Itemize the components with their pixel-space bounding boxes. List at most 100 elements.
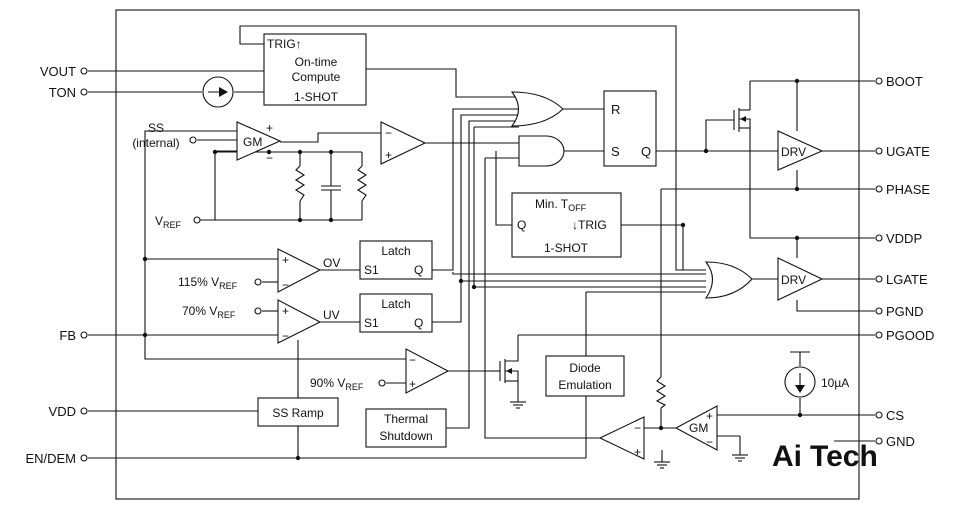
- pin-label-cs: CS: [886, 408, 904, 423]
- pin-label-vout: VOUT: [40, 64, 76, 79]
- pin-vddp: VDDP: [875, 231, 922, 246]
- svg-text:DRV: DRV: [781, 273, 806, 287]
- svg-text:R: R: [611, 102, 620, 117]
- latch-ov: Latch S1 Q: [359, 240, 433, 280]
- svg-text:+: +: [385, 148, 392, 162]
- current-source-label: 10µA: [821, 376, 849, 390]
- watermark-ai: Ai: [772, 440, 802, 473]
- zero-cross-comparator: − +: [598, 416, 645, 460]
- min-toff-one-shot: Min. TOFF Q ↓TRIG 1-SHOT: [511, 192, 622, 258]
- svg-text:GM: GM: [243, 135, 262, 149]
- drv-high-side: DRV: [777, 130, 824, 171]
- pin-label-pgood: PGOOD: [886, 328, 934, 343]
- ground-icon: [510, 401, 526, 409]
- svg-text:(internal): (internal): [132, 136, 179, 150]
- vref-label: VREF: [155, 214, 201, 230]
- on-time-one-shot: TRIG↑ On-time Compute 1-SHOT: [263, 33, 367, 106]
- svg-text:115% VREF: 115% VREF: [178, 275, 238, 291]
- svg-text:+: +: [409, 377, 416, 391]
- svg-text:Q: Q: [414, 316, 423, 330]
- ontime-line1: On-time: [295, 55, 338, 69]
- pin-label-fb: FB: [59, 328, 76, 343]
- thermal-shutdown-block: Thermal Shutdown: [365, 408, 447, 448]
- pin-boot: BOOT: [875, 74, 923, 89]
- ground-icon: [654, 461, 670, 469]
- pin-lgate: LGATE: [875, 272, 928, 287]
- chip-outline: [115, 9, 860, 500]
- svg-text:DRV: DRV: [781, 145, 806, 159]
- pin-ton: TON: [49, 85, 88, 100]
- pin-pgnd: PGND: [875, 304, 924, 319]
- resistor-icon: [655, 376, 667, 409]
- current-source-arrow-icon: [202, 76, 234, 108]
- svg-text:Q: Q: [641, 144, 651, 159]
- resistor-icon: [356, 165, 368, 202]
- ontime-trig-label: TRIG↑: [267, 37, 302, 51]
- svg-text:Emulation: Emulation: [558, 378, 611, 392]
- svg-text:Q: Q: [517, 218, 526, 232]
- svg-text:Diode: Diode: [569, 361, 601, 375]
- pin-ugate: UGATE: [875, 144, 930, 159]
- svg-text:+: +: [282, 304, 289, 318]
- pin-label-gnd: GND: [886, 434, 915, 449]
- pin-phase: PHASE: [875, 182, 930, 197]
- and-gate-set: [518, 135, 565, 167]
- svg-text:−: −: [409, 353, 416, 367]
- svg-text:Min. TOFF: Min. TOFF: [535, 197, 587, 213]
- gm-amplifier-ss: GM + −: [236, 121, 282, 165]
- pin-label-ton: TON: [49, 85, 76, 100]
- svg-text:−: −: [266, 151, 273, 165]
- gm-amplifier-cs: GM + −: [674, 405, 718, 451]
- svg-text:↓TRIG: ↓TRIG: [572, 218, 607, 232]
- svg-text:Latch: Latch: [381, 297, 410, 311]
- pgood-comparator: − + 90% VREF: [310, 348, 450, 394]
- pin-label-vddp: VDDP: [886, 231, 922, 246]
- aitech-watermark: Ai Tech: [772, 440, 878, 473]
- svg-text:S1: S1: [364, 316, 379, 330]
- ov-label: OV: [323, 256, 340, 270]
- ontime-line3: 1-SHOT: [294, 90, 339, 104]
- svg-text:1-SHOT: 1-SHOT: [544, 241, 589, 255]
- svg-text:−: −: [634, 421, 641, 435]
- ss-ramp-block: SS Ramp: [257, 397, 339, 427]
- svg-text:+: +: [634, 445, 641, 459]
- ss-internal-label: SS (internal): [132, 121, 197, 150]
- svg-text:Latch: Latch: [381, 244, 410, 258]
- pin-label-lgate: LGATE: [886, 272, 928, 287]
- svg-text:S: S: [611, 144, 620, 159]
- pin-label-pgnd: PGND: [886, 304, 924, 319]
- svg-text:S1: S1: [364, 263, 379, 277]
- rs-flip-flop: R S Q: [603, 90, 657, 167]
- pin-label-ugate: UGATE: [886, 144, 930, 159]
- latch-uv: Latch S1 Q: [359, 293, 433, 333]
- svg-text:+: +: [282, 253, 289, 267]
- diode-emulation-block: Diode Emulation: [545, 355, 625, 397]
- pin-gnd: GND: [834, 434, 915, 449]
- svg-text:−: −: [282, 329, 289, 343]
- ontime-line2: Compute: [292, 70, 341, 84]
- nmos-high-side-icon: [733, 108, 751, 132]
- watermark-tech: Tech: [810, 440, 878, 473]
- svg-text:+: +: [706, 409, 713, 423]
- junction-dots: [142, 78, 803, 461]
- svg-text:70% VREF: 70% VREF: [182, 304, 236, 320]
- pin-label-phase: PHASE: [886, 182, 930, 197]
- svg-text:−: −: [706, 435, 713, 449]
- ov-comparator: + − OV 115% VREF: [178, 248, 340, 293]
- current-source-icon: 10µA: [784, 351, 849, 398]
- pin-vout: VOUT: [40, 64, 88, 79]
- resistor-icon: [294, 165, 306, 202]
- svg-text:Q: Q: [414, 263, 423, 277]
- svg-text:Shutdown: Shutdown: [379, 429, 432, 443]
- svg-text:−: −: [385, 126, 392, 140]
- svg-text:90% VREF: 90% VREF: [310, 376, 364, 392]
- capacitor-icon: [321, 185, 341, 191]
- or-gate-lgate: [704, 261, 753, 299]
- pin-label-vdd: VDD: [49, 404, 76, 419]
- nmos-pgood-icon: [490, 359, 519, 383]
- svg-text:GM: GM: [689, 421, 708, 435]
- svg-text:SS Ramp: SS Ramp: [272, 406, 324, 420]
- ground-icon: [732, 454, 748, 462]
- svg-text:VREF: VREF: [155, 214, 182, 230]
